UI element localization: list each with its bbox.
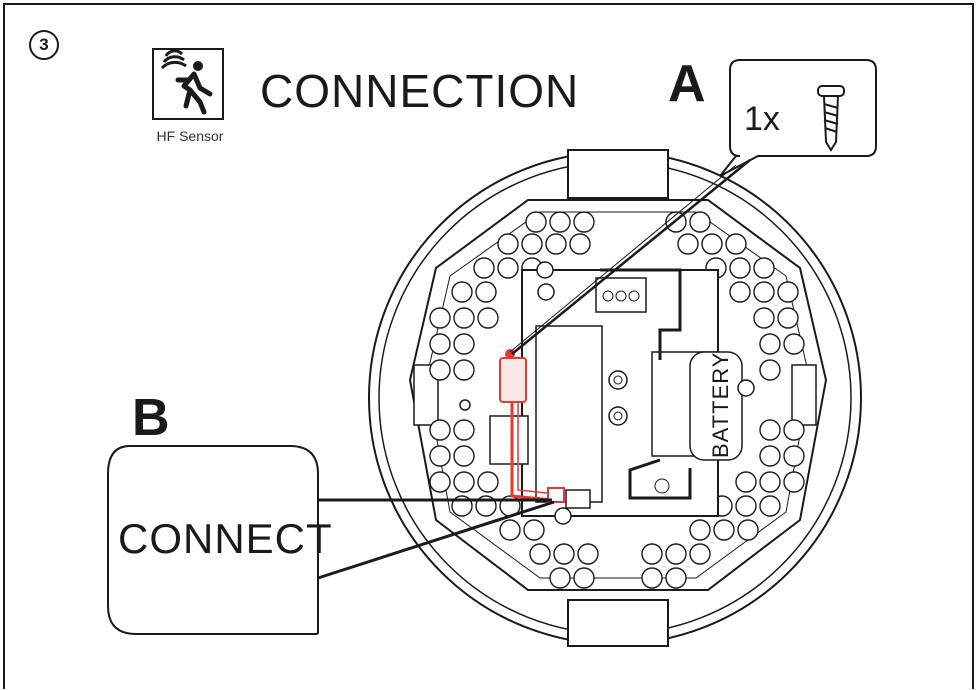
driver-module	[535, 325, 603, 503]
callout-b-leader-bottom	[317, 500, 555, 580]
callout-b-letter: B	[132, 389, 170, 447]
motion-sensor-icon	[152, 48, 224, 120]
sensor-caption: HF Sensor	[156, 128, 224, 144]
battery	[689, 351, 743, 461]
top-tab	[567, 149, 669, 199]
instruction-frame	[3, 3, 974, 689]
step-number-badge: 3	[29, 30, 59, 60]
callout-a-letter: A	[668, 55, 706, 113]
callout-a-leader	[511, 159, 751, 355]
battery-label: BATTERY	[708, 351, 733, 458]
right-clip	[791, 364, 817, 426]
screw-icon	[817, 85, 845, 152]
connector	[565, 489, 591, 509]
connect-instruction: CONNECT	[118, 515, 333, 562]
callout-b-box	[107, 445, 319, 635]
step-number: 3	[39, 35, 49, 54]
screw-quantity: 1x	[744, 100, 780, 138]
transformer	[489, 415, 529, 465]
bottom-tab	[567, 599, 669, 647]
vent-holes	[429, 211, 805, 589]
page-title: CONNECTION	[260, 65, 580, 117]
